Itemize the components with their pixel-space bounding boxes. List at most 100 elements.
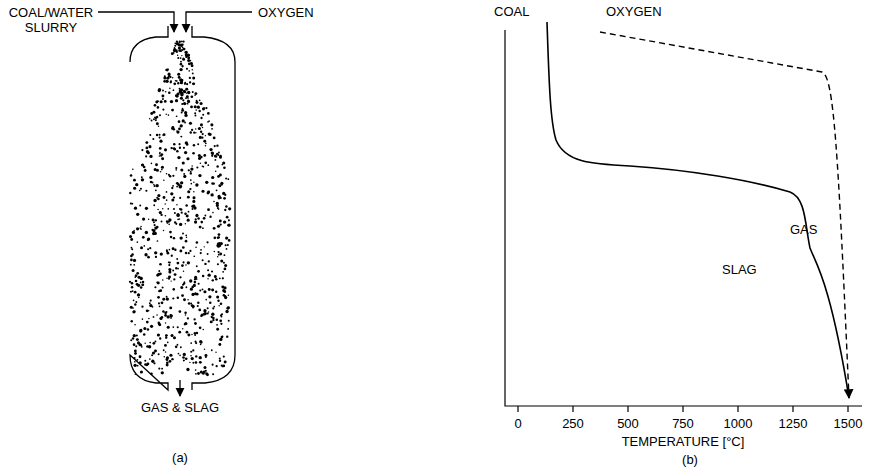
particle	[215, 291, 217, 293]
particle	[182, 232, 184, 234]
particle	[191, 165, 192, 166]
particle	[226, 248, 228, 250]
particle	[135, 183, 138, 186]
particle	[203, 140, 206, 143]
particle	[207, 164, 209, 166]
particle	[178, 76, 181, 79]
particle	[221, 313, 223, 315]
particle	[141, 176, 143, 178]
particle	[194, 281, 197, 284]
particle	[198, 110, 200, 112]
particle	[174, 221, 176, 223]
particle	[166, 249, 168, 251]
particle	[159, 317, 162, 320]
particle	[228, 239, 231, 242]
particle	[194, 105, 197, 108]
particle	[205, 372, 208, 375]
particle	[200, 344, 202, 346]
particle	[224, 264, 227, 267]
particle	[205, 142, 207, 144]
particle	[132, 168, 134, 170]
particle	[154, 286, 156, 288]
particle	[203, 166, 205, 168]
particle	[213, 227, 216, 230]
particle	[189, 81, 191, 83]
particle	[172, 270, 174, 272]
particle	[162, 109, 164, 111]
particle	[192, 83, 195, 86]
particle	[138, 297, 140, 299]
particle	[155, 163, 158, 166]
particle	[218, 305, 219, 306]
particle	[189, 122, 192, 125]
particle	[161, 166, 164, 169]
particle	[183, 271, 184, 272]
curve-label: GAS	[790, 222, 817, 237]
feed-label: OXYGEN	[258, 5, 314, 20]
particle	[207, 269, 209, 271]
particle	[217, 263, 219, 265]
particle	[219, 338, 222, 341]
particle	[190, 288, 193, 291]
particle	[174, 273, 177, 276]
particle	[173, 196, 175, 198]
particle	[151, 163, 153, 165]
particle	[136, 227, 139, 230]
particle	[215, 352, 216, 353]
particle	[194, 322, 197, 325]
particle	[202, 289, 204, 291]
particle	[196, 166, 198, 168]
particle	[228, 320, 230, 322]
particle	[211, 288, 214, 291]
tick-label: 500	[617, 416, 639, 431]
particle	[202, 259, 204, 261]
axis-title: TEMPERATURE [°C]	[622, 434, 745, 449]
particle	[171, 109, 174, 112]
particle	[207, 208, 210, 211]
particle	[161, 157, 164, 160]
particle	[140, 228, 142, 230]
particle	[195, 342, 197, 344]
particle	[147, 256, 150, 259]
particle	[192, 69, 193, 70]
particle	[165, 91, 167, 93]
particle	[198, 127, 201, 130]
particle	[159, 147, 162, 150]
particle	[180, 57, 182, 59]
particle	[212, 319, 214, 321]
particle	[197, 305, 199, 307]
particle	[224, 296, 227, 299]
particle	[219, 219, 222, 222]
particle	[202, 133, 204, 135]
particle	[161, 301, 164, 304]
particle	[186, 83, 188, 85]
particle	[219, 156, 221, 158]
particle	[217, 154, 219, 156]
particle	[180, 97, 183, 100]
particle	[180, 124, 183, 127]
particle	[190, 183, 192, 185]
particle	[148, 310, 149, 311]
particle	[188, 252, 190, 254]
particle	[139, 361, 142, 364]
particle	[211, 270, 213, 272]
particle	[139, 355, 142, 358]
particle	[143, 166, 146, 169]
particle	[202, 227, 204, 229]
particle	[224, 209, 226, 211]
particle	[181, 103, 183, 105]
tick-label: 750	[672, 416, 694, 431]
particle	[161, 221, 163, 223]
particle	[161, 94, 164, 97]
particle	[182, 47, 184, 49]
particle	[187, 103, 189, 105]
particle	[183, 173, 185, 175]
particle	[130, 238, 133, 241]
particle	[164, 311, 167, 314]
particle	[152, 351, 155, 354]
particle	[198, 309, 201, 312]
particle	[166, 356, 169, 359]
particle	[216, 165, 218, 167]
particle	[131, 248, 133, 250]
particle	[156, 116, 158, 118]
